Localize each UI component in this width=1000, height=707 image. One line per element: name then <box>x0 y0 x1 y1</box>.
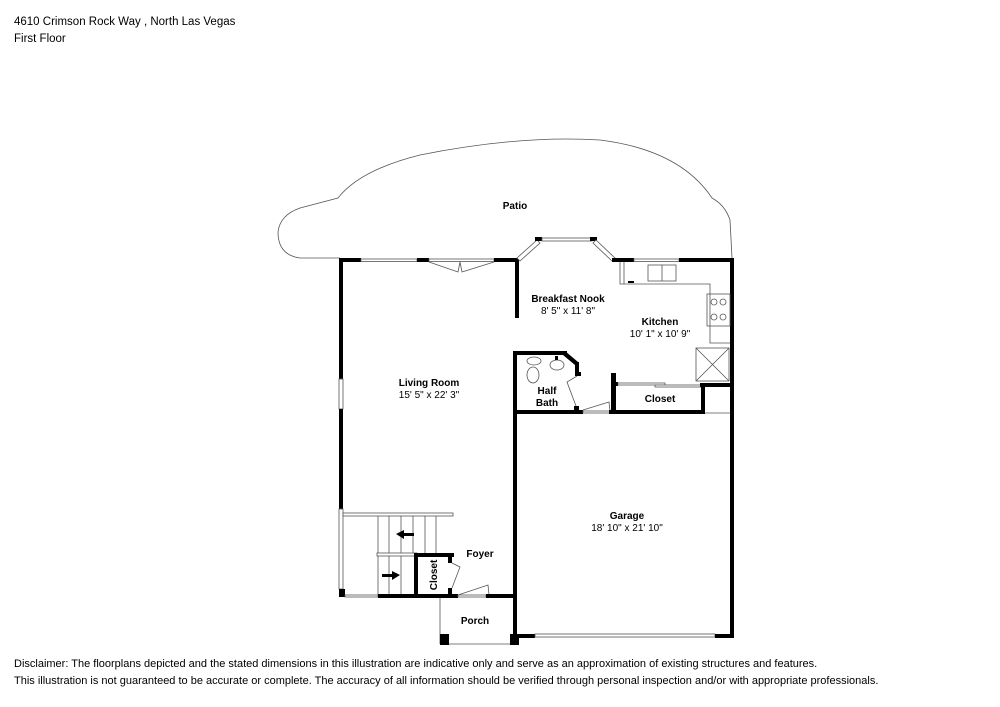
patio-label: Patio <box>503 201 527 212</box>
bay-window <box>516 237 734 262</box>
breakfast-nook-dims: 8' 5" x 11' 8" <box>541 306 596 317</box>
half-bath-walls <box>513 351 581 641</box>
half-bath-label-line2: Bath <box>536 398 558 409</box>
disclaimer: Disclaimer: The floorplans depicted and … <box>14 656 878 690</box>
disclaimer-line-2: This illustration is not guaranteed to b… <box>14 675 879 687</box>
living-room-label: Living Room <box>399 378 460 389</box>
kitchen-dims: 10' 1" x 10' 9" <box>630 329 691 340</box>
stair-arrow-right-icon <box>382 571 400 580</box>
disclaimer-line-1: Disclaimer: The floorplans depicted and … <box>14 658 818 670</box>
half-bath-label-line1: Half <box>538 386 558 397</box>
toilet-icon <box>526 356 542 366</box>
property-address: 4610 Crimson Rock Way , North Las Vegas <box>14 16 236 28</box>
stove-icon <box>706 293 731 327</box>
foyer-walls <box>344 553 517 598</box>
garage-walls <box>513 633 734 638</box>
stair-arrow-left-icon <box>396 530 414 539</box>
living-room-walls <box>338 258 519 597</box>
refrigerator-icon <box>695 347 730 382</box>
garage-label: Garage <box>610 511 645 522</box>
header: 4610 Crimson Rock Way , North Las Vegas … <box>14 14 235 48</box>
staircase <box>342 512 454 595</box>
living-room-dims: 15' 5" x 22' 3" <box>399 390 460 401</box>
bath-sink-icon <box>549 359 565 371</box>
kitchen-counters <box>619 262 731 382</box>
porch-outline <box>439 598 519 645</box>
foyer-closet-label: Closet <box>429 559 440 590</box>
porch-label: Porch <box>461 616 489 627</box>
breakfast-nook-label: Breakfast Nook <box>531 294 605 305</box>
patio-outline <box>277 138 733 259</box>
floor-label: First Floor <box>14 33 66 45</box>
kitchen-label: Kitchen <box>642 317 679 328</box>
kitchen-closet-label: Closet <box>645 394 676 405</box>
closet-walls <box>513 373 730 414</box>
kitchen-right-wall <box>730 258 734 638</box>
garage-dims: 18' 10" x 21' 10" <box>591 523 663 534</box>
foyer-label: Foyer <box>466 549 493 560</box>
